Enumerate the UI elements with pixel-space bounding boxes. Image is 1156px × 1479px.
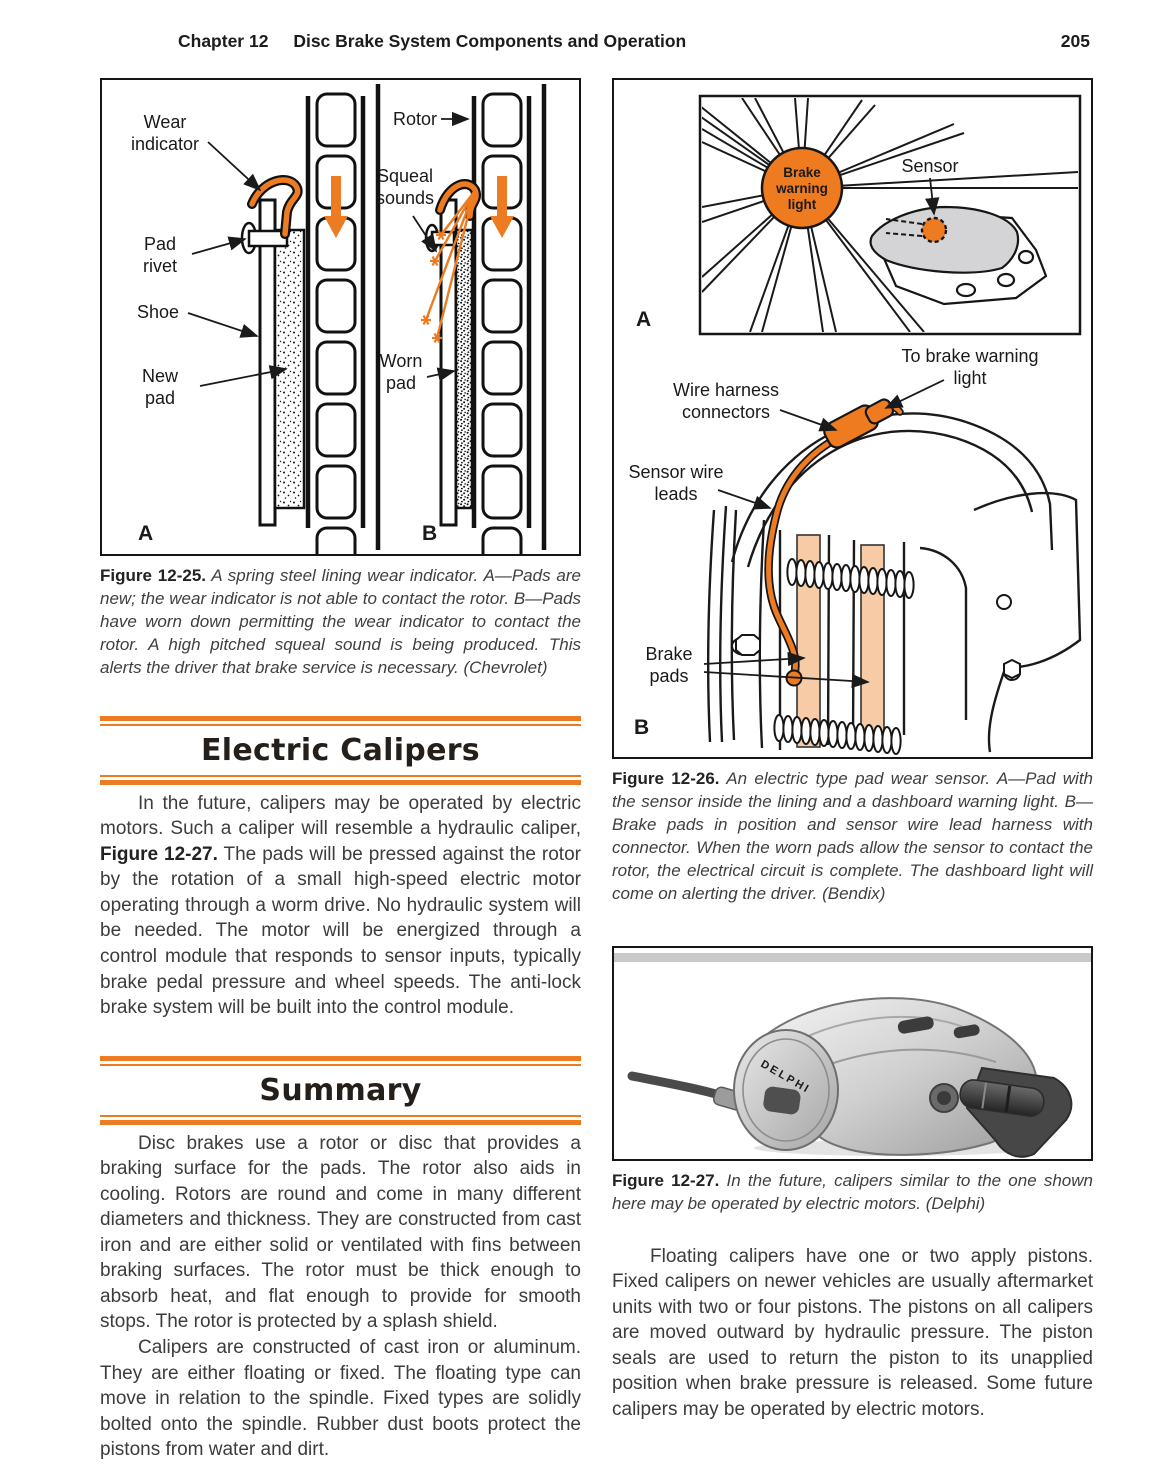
- figure-12-26-box: Brake warning light Sensor: [612, 78, 1093, 759]
- part-a-frame: [698, 94, 1082, 336]
- brake-warning-light: Brake warning light: [760, 146, 844, 230]
- chapter-label: Chapter 12: [178, 31, 269, 51]
- rotor-section-a: [305, 84, 381, 554]
- wear-indicator-diagram: Wear indicator Pad rivet Shoe New pad A: [131, 84, 547, 554]
- page-number: 205: [1060, 31, 1090, 51]
- label-sensor-wire: Sensor wire: [628, 462, 723, 482]
- anti-rattle-springs: [773, 558, 915, 755]
- label-squeal: Squeal: [377, 166, 433, 186]
- labels-b: Rotor Squeal sounds Worn pad B: [376, 109, 470, 545]
- label-new-pad: pad: [145, 388, 175, 408]
- summary-paragraph-1: Disc brakes use a rotor or disc that pro…: [100, 1132, 581, 1333]
- caption-text: A spring steel lining wear indicator. A—…: [100, 566, 581, 677]
- rule-thick: [100, 779, 581, 785]
- electric-calipers-heading-block: Electric Calipers: [100, 715, 581, 785]
- label-a: A: [138, 522, 153, 545]
- figure-reference: Figure 12-27.: [100, 843, 218, 865]
- figure-12-25-box: Wear indicator Pad rivet Shoe New pad A: [100, 78, 581, 556]
- rule-thick: [100, 1055, 581, 1061]
- figure-12-25-caption: Figure 12-25. A spring steel lining wear…: [100, 565, 581, 680]
- caption-lead: Figure 12-26.: [612, 769, 720, 788]
- warning-light-text: warning: [775, 181, 828, 196]
- caption-text: An electric type pad wear sensor. A—Pad …: [612, 769, 1094, 903]
- label-a: A: [636, 308, 651, 331]
- label-worn: Worn: [380, 351, 423, 371]
- new-pad-shape: [273, 228, 306, 510]
- paragraph-text: The pads will be pressed against the rot…: [100, 843, 581, 1019]
- label-brake: Brake: [645, 644, 692, 664]
- bolts: [731, 594, 1021, 681]
- right-column: Brake warning light Sensor: [612, 78, 1093, 1422]
- rule-thick: [100, 715, 581, 721]
- worn-pad-shape: [454, 228, 474, 510]
- summary-heading-block: Summary: [100, 1055, 581, 1125]
- label-shoe: Shoe: [137, 302, 179, 322]
- warning-light-text: light: [788, 197, 817, 212]
- wear-indicator-shape: [247, 175, 303, 239]
- label-wire-harness: Wire harness: [673, 380, 779, 400]
- rule-thick: [100, 1119, 581, 1125]
- electric-calipers-paragraph: In the future, calipers may be operated …: [100, 791, 581, 1021]
- electric-caliper-photo: DELPHI: [614, 947, 1091, 1159]
- label-pad: Pad: [144, 234, 176, 254]
- sensor-shape: [885, 216, 948, 244]
- label-b: B: [422, 522, 437, 545]
- summary-paragraph-2: Calipers are constructed of cast iron or…: [100, 1336, 581, 1461]
- chapter-title: Disc Brake System Components and Operati…: [293, 31, 687, 51]
- caption-lead: Figure 12-25.: [100, 566, 206, 585]
- rotation-arrow-icon: [324, 176, 348, 238]
- figure-12-26-caption: Figure 12-26. An electric type pad wear …: [612, 768, 1093, 906]
- caliper-drawing: [706, 412, 1082, 753]
- motor-housing: DELPHI: [733, 1028, 839, 1151]
- label-rivet: rivet: [143, 256, 177, 276]
- rule-thin: [100, 1114, 581, 1117]
- label-to-brake-warning: To brake warning: [901, 346, 1038, 366]
- rule-thin: [100, 723, 581, 726]
- paragraph-text: In the future, calipers may be operated …: [100, 792, 581, 840]
- label-worn-pad: pad: [386, 373, 416, 393]
- warning-light-text: Brake: [783, 165, 821, 180]
- label-wear: Wear: [144, 112, 187, 132]
- left-column: Wear indicator Pad rivet Shoe New pad A: [100, 78, 581, 1463]
- label-connectors: connectors: [682, 402, 770, 422]
- caption-lead: Figure 12-27.: [612, 1170, 720, 1190]
- section-heading-summary: Summary: [259, 1072, 422, 1108]
- caption-text: In the future, calipers similar to the o…: [612, 1170, 1093, 1213]
- label-new: New: [142, 366, 179, 386]
- figure-12-27-caption: Figure 12-27. In the future, calipers si…: [612, 1170, 1093, 1216]
- running-head: Chapter 12 Disc Brake System Components …: [178, 31, 1090, 52]
- pad-wear-sensor-diagram: Brake warning light Sensor: [628, 94, 1082, 755]
- rotation-arrow-icon: [490, 176, 514, 238]
- running-head-title: Chapter 12 Disc Brake System Components …: [178, 31, 686, 52]
- pad-assembly-b: [419, 179, 481, 527]
- labels-a: Wear indicator Pad rivet Shoe New pad A: [131, 112, 288, 545]
- wear-indicator-contacting-shape: [435, 179, 481, 221]
- figure-12-27-box: DELPHI: [612, 945, 1093, 1161]
- photo-edge-band: [614, 952, 1091, 962]
- label-pads: pads: [649, 666, 688, 686]
- labels-part-b: To brake warning light Wire harness conn…: [628, 346, 1038, 739]
- wire-connector-shape: [823, 398, 895, 449]
- label-rotor: Rotor: [393, 109, 437, 129]
- label-to-brake-warning-light: light: [953, 368, 986, 388]
- rotor-section-b: [471, 84, 547, 554]
- brake-pad-left: [796, 534, 821, 748]
- rule-thin: [100, 774, 581, 777]
- label-indicator: indicator: [131, 134, 199, 154]
- label-sounds: sounds: [376, 188, 434, 208]
- label-b: B: [634, 716, 649, 739]
- squeal-lines: [424, 191, 476, 339]
- label-sensor: Sensor: [901, 156, 958, 176]
- label-leads: leads: [654, 484, 697, 504]
- mounting-bracket: [929, 1066, 1073, 1158]
- section-heading-electric-calipers: Electric Calipers: [201, 732, 480, 768]
- closing-paragraph: Floating calipers have one or two apply …: [612, 1245, 1093, 1420]
- rule-thin: [100, 1063, 581, 1066]
- pad-assembly-a: [240, 175, 306, 527]
